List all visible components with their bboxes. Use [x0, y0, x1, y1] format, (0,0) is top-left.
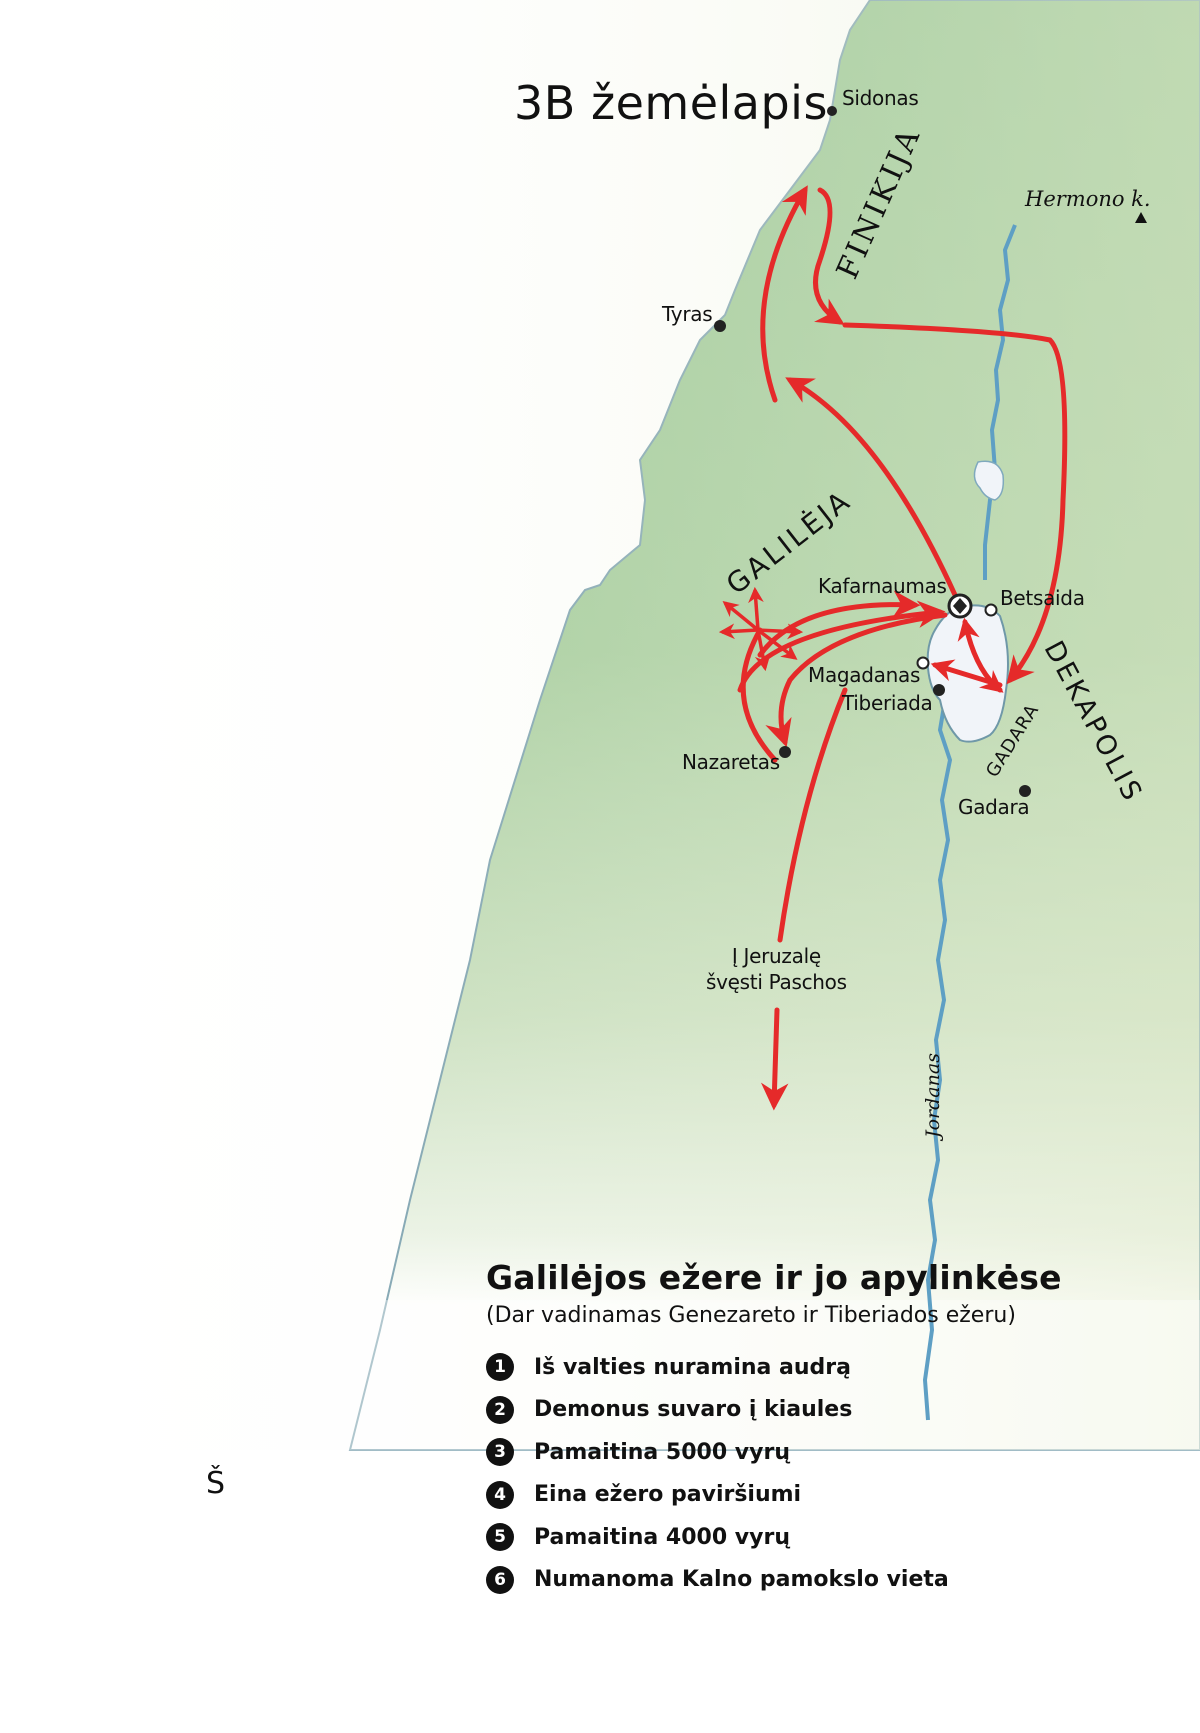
- route-note-line1: Į Jeruzalę: [731, 944, 821, 968]
- label-gadara-city: Gadara: [958, 795, 1030, 819]
- legend-item-label: Eina ežero paviršiumi: [534, 1482, 802, 1508]
- label-tyras: Tyras: [662, 302, 713, 326]
- legend: Galilėjos ežere ir jo apylinkėse (Dar va…: [486, 1258, 1106, 1601]
- fade: [300, 1300, 1200, 1460]
- gadara-marker: [1019, 785, 1031, 797]
- legend-item-label: Numanoma Kalno pamokslo vieta: [534, 1567, 949, 1593]
- label-nazaretas: Nazaretas: [682, 750, 780, 774]
- legend-item: 4 Eina ežero paviršiumi: [486, 1474, 1106, 1517]
- map-title: 3B žemėlapis: [514, 76, 828, 130]
- mountain-peak-icon: [1135, 212, 1147, 223]
- label-hermono: Hermono k.: [1025, 187, 1151, 211]
- jordan-river: [922, 224, 1017, 1421]
- number-badge-icon: 3: [486, 1438, 514, 1467]
- legend-title: Galilėjos ežere ir jo apylinkėse: [486, 1258, 1062, 1297]
- legend-list: 1 Iš valties nuramina audrą 2 Demonus suva…: [486, 1346, 1106, 1601]
- legend-item: 1 Iš valties nuramina audrą: [486, 1346, 1106, 1389]
- number-badge-icon: 5: [486, 1523, 514, 1552]
- magadanas-marker: [916, 656, 930, 670]
- label-jordanas: Jordanas: [922, 1053, 944, 1138]
- label-betsaida: Betsaida: [1000, 586, 1085, 610]
- betsaida-marker: [984, 603, 998, 617]
- legend-item: 2 Demonus suvaro į kiaules: [486, 1389, 1106, 1432]
- legend-item-label: Demonus suvaro į kiaules: [534, 1397, 853, 1423]
- terrain-shade: [0, 0, 1200, 1450]
- label-magadanas: Magadanas: [808, 663, 921, 687]
- sidonas-marker: [827, 106, 837, 116]
- number-badge-icon: 4: [486, 1480, 514, 1509]
- label-kafarnaumas: Kafarnaumas: [818, 574, 947, 598]
- route-note-line2: švęsti Paschos: [706, 970, 847, 994]
- legend-item: 6 Numanoma Kalno pamokslo vieta: [486, 1559, 1106, 1602]
- label-tiberiada: Tiberiada: [842, 691, 933, 715]
- legend-item-label: Iš valties nuramina audrą: [534, 1354, 852, 1380]
- north-indicator: Š: [206, 1466, 226, 1501]
- kafarnaumas-diamond-icon: [953, 598, 967, 614]
- tyras-marker: [714, 320, 726, 332]
- legend-item: 3 Pamaitina 5000 vyrų: [486, 1431, 1106, 1474]
- nazaretas-marker: [779, 746, 791, 758]
- starburst-routes: [718, 586, 804, 672]
- number-badge-icon: 6: [486, 1565, 514, 1594]
- tiberiada-marker: [933, 684, 945, 696]
- number-badge-icon: 2: [486, 1395, 514, 1424]
- legend-item: 5 Pamaitina 4000 vyrų: [486, 1516, 1106, 1559]
- legend-item-label: Pamaitina 4000 vyrų: [534, 1524, 790, 1550]
- label-sidonas: Sidonas: [842, 86, 919, 110]
- number-badge-icon: 1: [486, 1353, 514, 1382]
- lake-huleh: [973, 460, 1005, 501]
- legend-subtitle: (Dar vadinamas Genezareto ir Tiberiados …: [486, 1303, 1016, 1328]
- route-note: Į Jeruzalę švęsti Paschos: [706, 943, 847, 995]
- routes: [737, 185, 1068, 1111]
- legend-item-label: Pamaitina 5000 vyrų: [534, 1439, 790, 1465]
